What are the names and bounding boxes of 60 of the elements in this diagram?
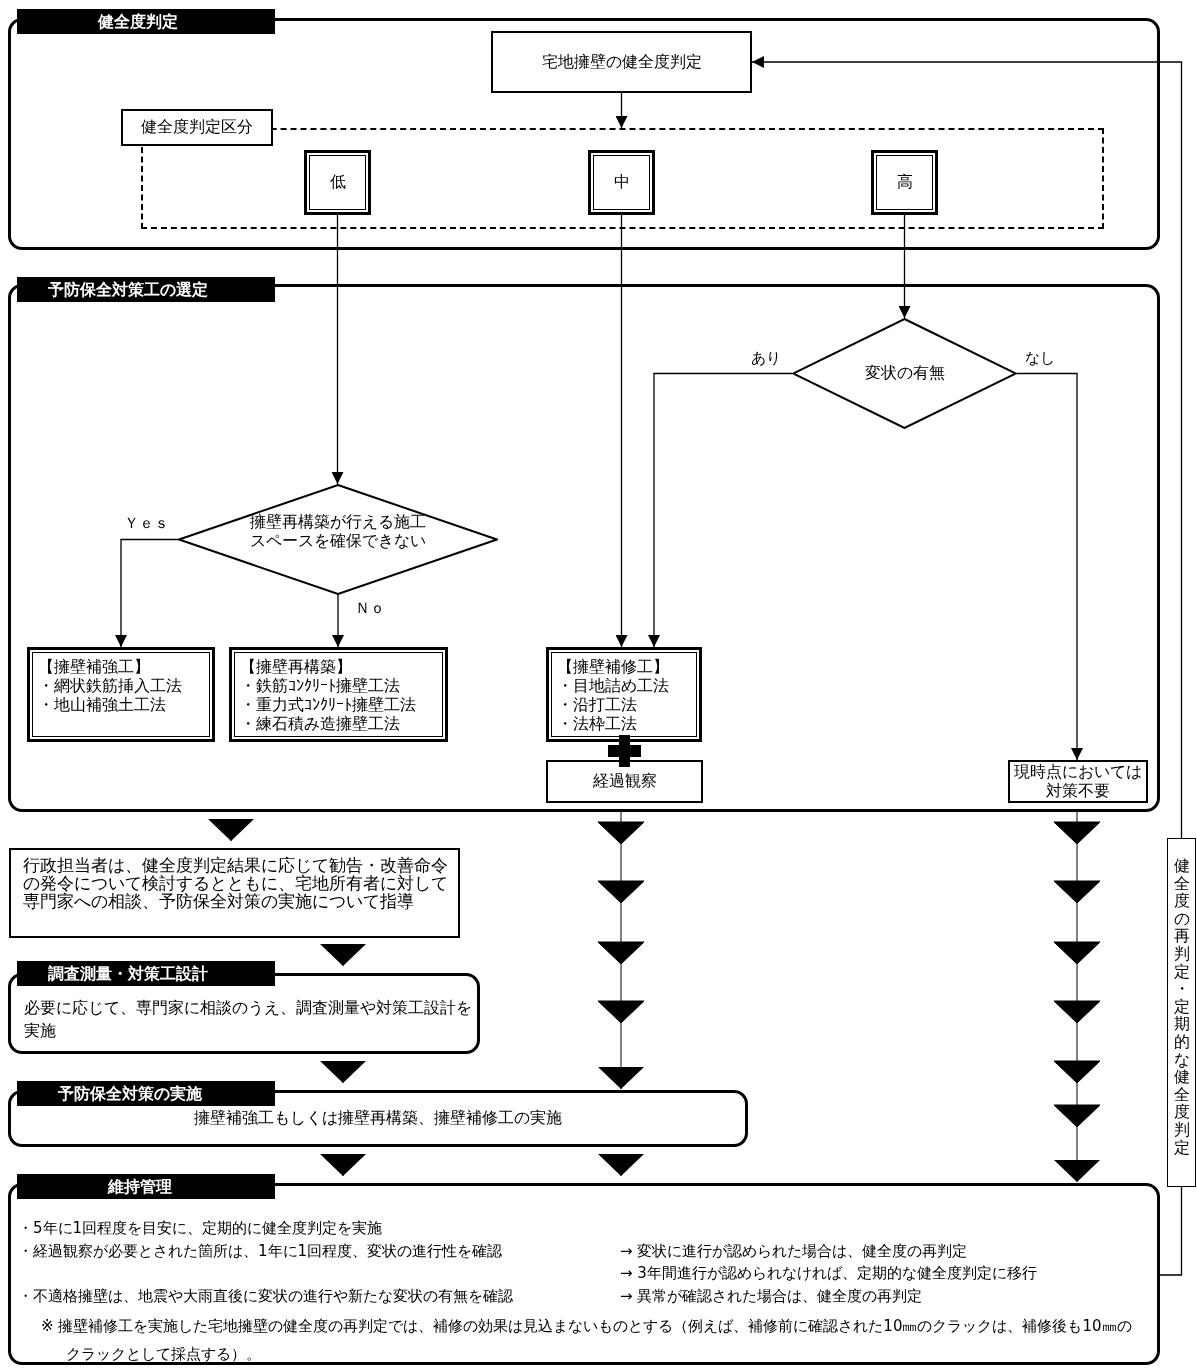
arrow xyxy=(751,56,1183,839)
list-item: ・沿打工法 xyxy=(557,695,638,714)
box-label: 低 xyxy=(329,173,346,192)
box-label: 宅地擁壁の健全度判定 xyxy=(541,52,702,72)
vertical-label-box xyxy=(1167,838,1196,1187)
decision-text: 擁壁再構築が行える施工スペースを確保できない xyxy=(250,512,426,550)
process-box xyxy=(9,848,460,938)
arrow xyxy=(115,538,179,648)
list-item: ・目地詰め工法 xyxy=(557,676,670,695)
level-box xyxy=(588,150,655,215)
arrow xyxy=(332,594,344,648)
group-label: 健全度判定区分 xyxy=(121,109,273,146)
level-box xyxy=(871,150,938,215)
vertical-text: 健全度の再判定・定期的な健全度判定 xyxy=(1173,857,1190,1159)
down-chevron-arrow xyxy=(597,811,645,1090)
list-item: ・網状鉄筋挿入工法 xyxy=(38,676,183,695)
section-heading: 予防保全対策の実施 xyxy=(17,1081,275,1106)
body-text: ・5年に1回程度を目安に、定期的に健全度判定を実施 xyxy=(18,1218,384,1239)
note-text: ※ 擁壁補修工を実施した宅地擁壁の健全度の再判定では、補修の効果は見込まないものとする（例えば、補修前に確認された10㎜のクラックは、補修後も10㎜のクラックとして採点する）。 xyxy=(41,1316,1133,1365)
section-heading: 調査測量・対策工設計 xyxy=(17,961,275,986)
body-text: → 異常が確認された場合は、健全度の再判定 xyxy=(620,1286,924,1307)
section-heading: 維持管理 xyxy=(17,1174,275,1199)
body-text: 擁壁補強工もしくは擁壁再構築、擁壁補修工の実施 xyxy=(193,1107,563,1129)
arrow xyxy=(1016,372,1083,761)
list-item: ・地山補強土工法 xyxy=(38,695,167,714)
method-box xyxy=(229,647,448,742)
body-text: ・不適格擁壁は、地震や大雨直後に変状の進行や新たな変状の有無を確認 xyxy=(18,1286,514,1307)
box-label: 経過観察 xyxy=(592,772,657,791)
body-text: → 変状に進行が認められた場合は、健全度の再判定 xyxy=(620,1241,969,1262)
section-heading: 予防保全対策工の選定 xyxy=(17,277,275,302)
body-text: 必要に応じて、専門家に相談のうえ、調査測量や対策工設計を実施 xyxy=(24,997,473,1042)
process-box xyxy=(491,31,752,93)
body-text: ・経過観察が必要とされた箇所は、1年に1回程度、変状の進行性を確認 xyxy=(18,1241,504,1262)
list-item: ・練石積み造擁壁工法 xyxy=(240,714,401,733)
arrow xyxy=(331,214,344,485)
down-chevron-arrow xyxy=(1053,811,1101,1183)
decision-text: 変状の有無 xyxy=(863,362,946,382)
connector-line xyxy=(1159,1186,1183,1276)
box-heading: 【擁壁補強工】 xyxy=(38,657,151,676)
body-text: → 3年間進行が認められなければ、定期的な健全度判定に移行 xyxy=(620,1263,1038,1284)
method-box xyxy=(546,647,702,742)
arrow xyxy=(898,214,911,319)
box-label: 中 xyxy=(613,173,630,192)
process-box xyxy=(546,760,703,803)
body-text: 行政担当者は、健全度判定結果に応じて勧告・改善命令の発令について検討するとともに、宅地所有者に対して専門家への相談、予防保全対策の実施について指導 xyxy=(23,856,448,910)
list-item: ・重力式ｺﾝｸﾘｰﾄ擁壁工法 xyxy=(240,695,417,714)
box-label: 高 xyxy=(896,173,913,192)
list-item: ・鉄筋ｺﾝｸﾘｰﾄ擁壁工法 xyxy=(240,676,401,695)
method-box xyxy=(27,647,215,742)
list-item: ・法枠工法 xyxy=(557,714,638,733)
box-label: 現時点においては対策不要 xyxy=(1013,763,1143,800)
section-heading: 健全度判定 xyxy=(17,9,275,34)
decision-diamond xyxy=(792,318,1017,429)
arrow xyxy=(615,214,628,648)
box-heading: 【擁壁補修工】 xyxy=(557,657,670,676)
decision-diamond xyxy=(178,484,498,595)
arrow xyxy=(615,92,628,129)
box-heading: 【擁壁再構築】 xyxy=(240,657,353,676)
arrow xyxy=(648,372,793,648)
level-box xyxy=(304,150,371,215)
